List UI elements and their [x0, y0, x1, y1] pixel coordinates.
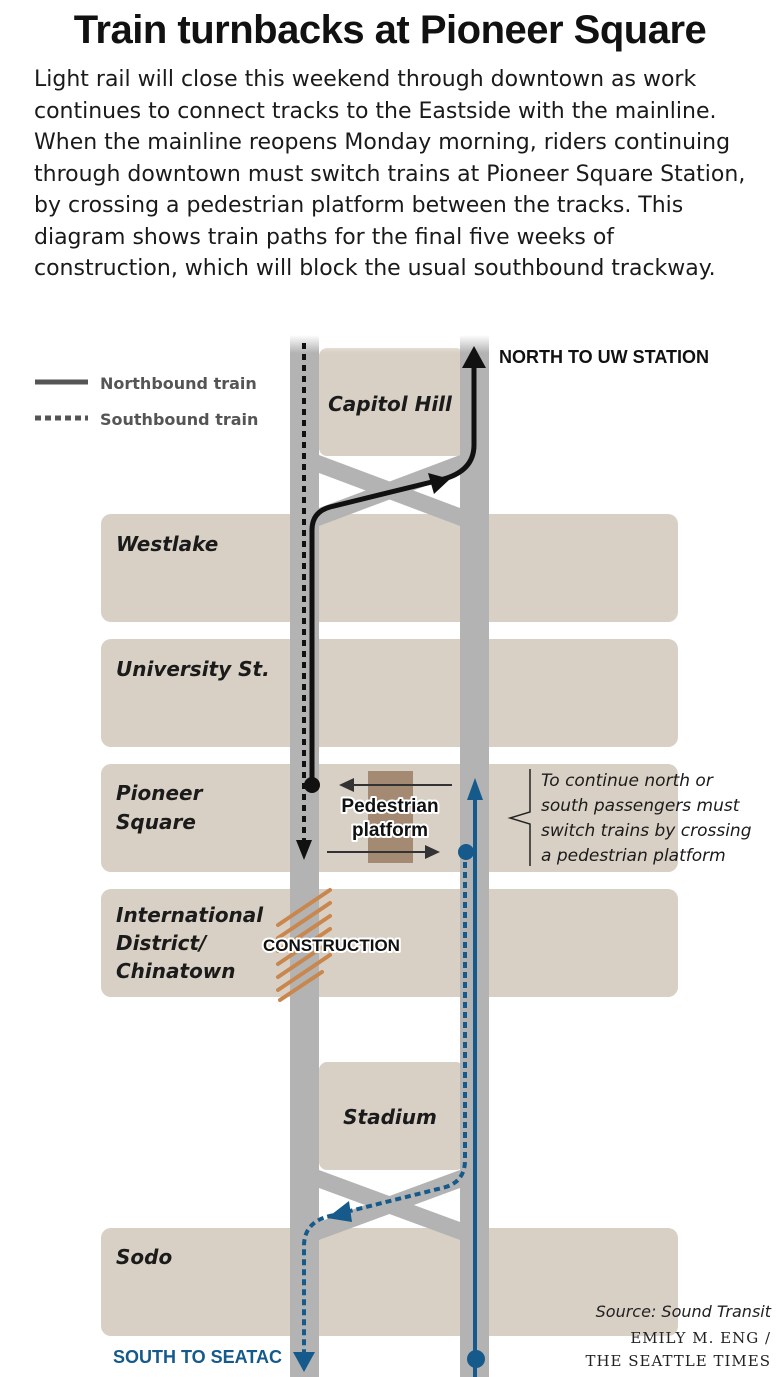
intro-paragraph: Light rail will close this weekend throu…: [34, 67, 746, 281]
station-label-sodo: Sodo: [116, 1245, 172, 1269]
station-label-pioneer-2: Square: [116, 810, 196, 834]
source-note: Source: Sound Transit: [596, 1302, 772, 1321]
north-direction-label: NORTH TO UW STATION: [499, 347, 709, 367]
note-line1: To continue north or: [541, 771, 714, 791]
legend-southbound-label: Southbound train: [100, 410, 258, 429]
track-top-fade: [285, 335, 495, 353]
northbound-path-south: [467, 778, 485, 1377]
platform-label-line1: Pedestrian: [341, 796, 438, 817]
station-block-intl-district: [101, 889, 678, 997]
note-line2: south passengers must: [541, 796, 741, 816]
station-block-stadium: [319, 1062, 464, 1170]
crossover-south: [319, 1170, 460, 1240]
northbound-path-north: [304, 346, 486, 793]
transfer-arrow-west: [339, 778, 452, 792]
station-block-university: [101, 639, 678, 747]
station-label-westlake: Westlake: [116, 532, 218, 556]
construction-label: CONSTRUCTION: [263, 936, 400, 955]
station-label-intl-1: International: [116, 903, 264, 927]
credit-line2: THE SEATTLE TIMES: [585, 1352, 771, 1370]
legend-northbound-label: Northbound train: [100, 374, 257, 393]
south-direction-label: SOUTH TO SEATAC: [113, 1347, 282, 1367]
station-block-capitol-hill: [319, 348, 464, 456]
southbound-path-north: [296, 343, 312, 860]
page-title: Train turnbacks at Pioneer Square: [73, 8, 707, 52]
station-label-university: University St.: [116, 657, 270, 681]
southbound-path-south: [293, 844, 474, 1372]
station-label-pioneer-1: Pioneer: [116, 781, 204, 805]
legend: Northbound train Southbound train: [35, 374, 258, 429]
pedestrian-platform: [368, 771, 413, 863]
construction-hatch: [276, 888, 332, 1002]
credit-line1: EMILY M. ENG /: [630, 1329, 771, 1347]
station-blocks: [101, 348, 678, 1336]
callout-bracket: [507, 769, 531, 866]
transfer-callout: To continue north or south passengers mu…: [507, 769, 752, 866]
note-line3: switch trains by crossing: [541, 821, 752, 841]
note-line4: a pedestrian platform: [541, 846, 726, 866]
station-label-stadium: Stadium: [343, 1105, 437, 1129]
station-label-intl-3: Chinatown: [116, 959, 236, 983]
station-label-capitol-hill: Capitol Hill: [328, 392, 453, 416]
platform-label-line2: platform: [352, 820, 428, 841]
station-block-westlake: [101, 514, 678, 622]
station-block-sodo: [101, 1228, 678, 1336]
station-label-intl-2: District/: [116, 931, 208, 955]
transfer-arrow-east: [327, 845, 440, 859]
